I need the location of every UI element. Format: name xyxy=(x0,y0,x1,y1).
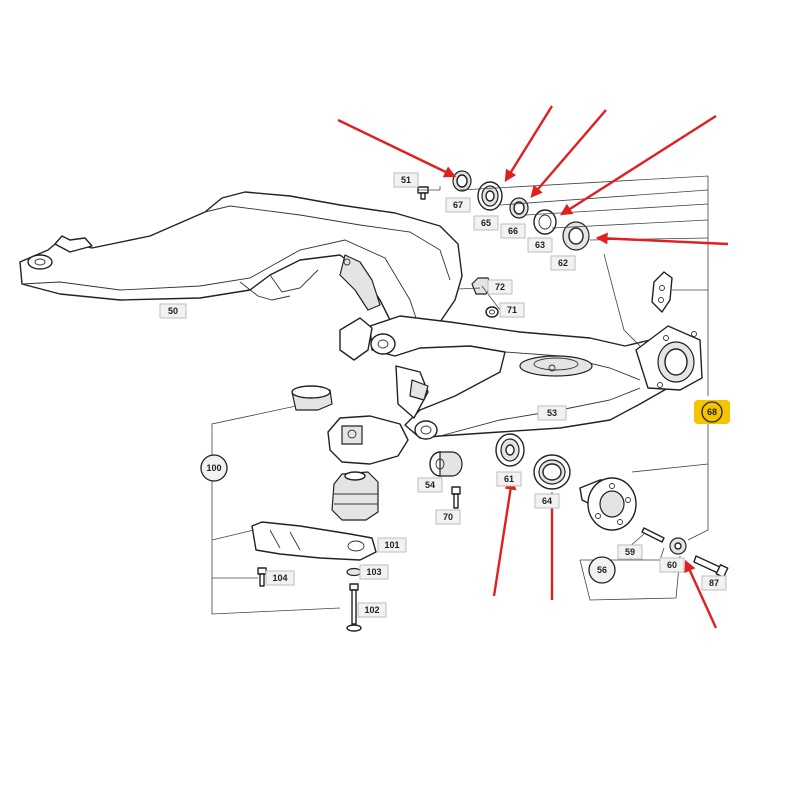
washer-71 xyxy=(485,306,499,318)
part-number-53: 53 xyxy=(547,408,557,418)
bearing-63 xyxy=(533,209,557,235)
part-label-63: 63 xyxy=(527,237,553,253)
part-label-62: 62 xyxy=(550,255,576,271)
subframe-mount-assembly xyxy=(251,385,409,632)
part-label-71: 71 xyxy=(499,302,525,318)
part-label-102: 102 xyxy=(357,602,387,618)
part-label-67: 67 xyxy=(445,197,471,213)
part-label-61: 61 xyxy=(496,471,522,487)
wheel-hub-56 xyxy=(579,477,637,531)
part-number-103: 103 xyxy=(366,567,381,577)
highlighted-part-68-badge: 68 xyxy=(694,400,730,424)
part-number-68: 68 xyxy=(707,407,717,417)
part-label-51: 51 xyxy=(393,172,419,188)
part-label-104: 104 xyxy=(265,570,295,586)
part-number-62: 62 xyxy=(558,258,568,268)
part-number-64: 64 xyxy=(542,496,552,506)
part-number-70: 70 xyxy=(443,512,453,522)
part-label-60: 60 xyxy=(659,557,685,573)
part-label-65: 65 xyxy=(473,215,499,231)
ring-66 xyxy=(509,197,529,219)
pin-59 xyxy=(641,527,665,543)
part-label-64: 64 xyxy=(534,493,560,509)
part-number-102: 102 xyxy=(364,605,379,615)
part-number-72: 72 xyxy=(495,282,505,292)
part-number-60: 60 xyxy=(667,560,677,570)
part-number-101: 101 xyxy=(384,540,399,550)
part-label-54: 54 xyxy=(417,477,443,493)
screw-51 xyxy=(417,186,429,200)
part-label-72: 72 xyxy=(487,279,513,295)
part-number-71: 71 xyxy=(507,305,517,315)
part-number-67: 67 xyxy=(453,200,463,210)
part-number-104: 104 xyxy=(272,573,287,583)
part-number-56: 56 xyxy=(597,565,607,575)
bearing-65 xyxy=(477,181,503,211)
part-label-101: 101 xyxy=(377,537,407,553)
bolt-87 xyxy=(693,555,729,578)
part-label-87: 87 xyxy=(701,575,727,591)
seal-67 xyxy=(452,170,472,192)
seal-64 xyxy=(533,454,571,490)
pivot-bushing-54 xyxy=(429,451,463,477)
small-bracket xyxy=(651,271,673,313)
bearing-62 xyxy=(562,221,590,251)
part-number-63: 63 xyxy=(535,240,545,250)
part-label-53: 53 xyxy=(537,405,567,421)
highlight-arrows xyxy=(337,105,729,629)
part-number-51: 51 xyxy=(401,175,411,185)
part-label-66: 66 xyxy=(500,223,526,239)
part-number-100: 100 xyxy=(206,463,221,473)
part-label-50: 50 xyxy=(159,303,187,319)
part-number-61: 61 xyxy=(504,474,514,484)
trailing-arm-part xyxy=(369,315,703,440)
part-number-87: 87 xyxy=(709,578,719,588)
part-label-56: 56 xyxy=(588,556,616,584)
part-label-103: 103 xyxy=(359,564,389,580)
washer-60 xyxy=(669,537,687,555)
part-number-66: 66 xyxy=(508,226,518,236)
part-number-65: 65 xyxy=(481,218,491,228)
part-label-70: 70 xyxy=(435,509,461,525)
part-label-59: 59 xyxy=(617,544,643,560)
mounting-bracket xyxy=(339,317,429,419)
subframe-part xyxy=(19,191,463,336)
part-label-100: 100 xyxy=(200,454,228,482)
part-number-59: 59 xyxy=(625,547,635,557)
bolt-70 xyxy=(451,486,461,509)
part-number-50: 50 xyxy=(168,306,178,316)
part-number-54: 54 xyxy=(425,480,435,490)
bearing-61 xyxy=(495,433,525,467)
